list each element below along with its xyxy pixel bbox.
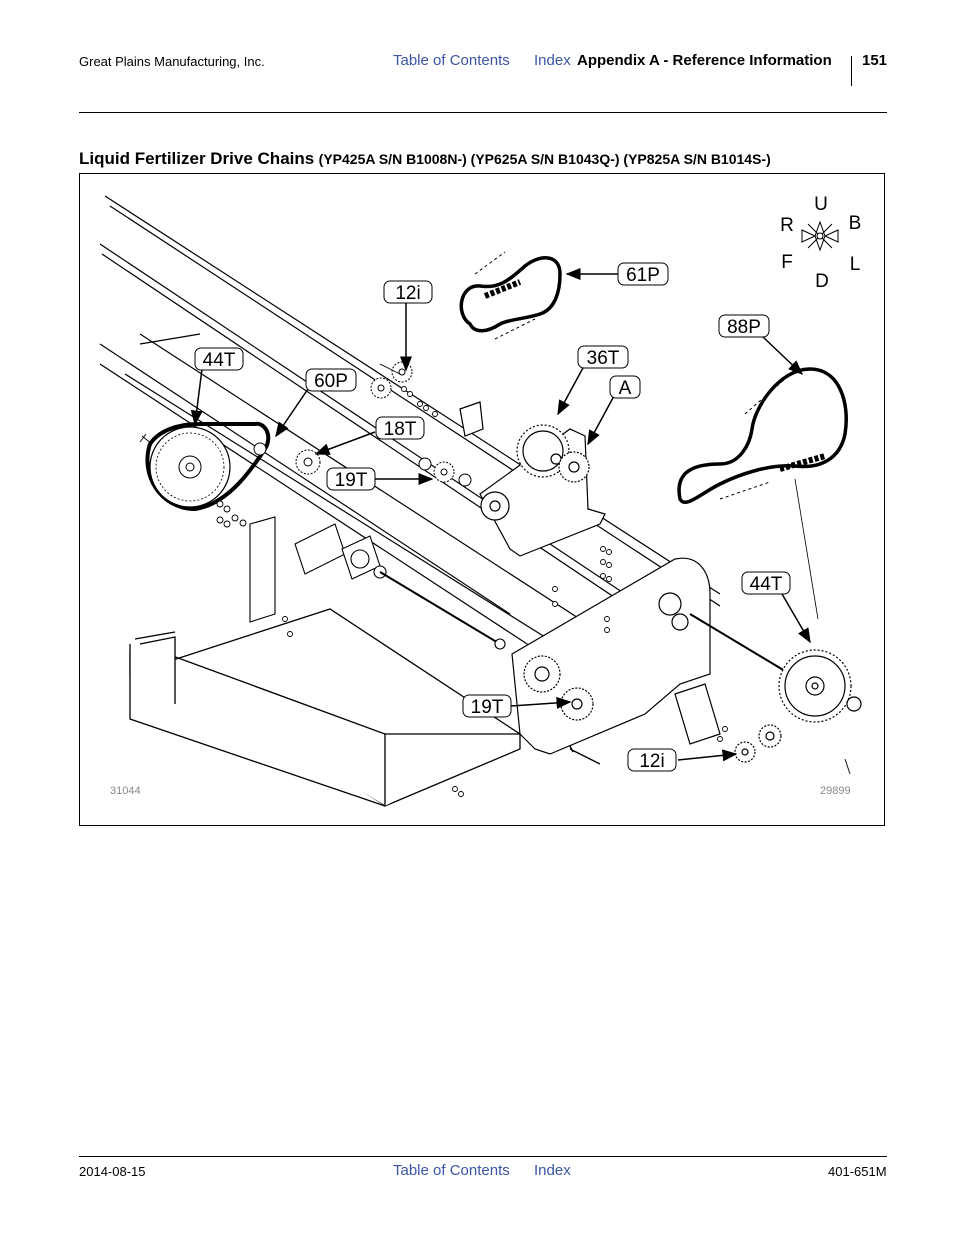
- svg-text:60P: 60P: [314, 371, 348, 392]
- lower-tube: [129, 608, 521, 807]
- svg-text:R: R: [780, 215, 794, 236]
- page-title: Liquid Fertilizer Drive Chains (YP425A S…: [79, 149, 771, 169]
- company-name: Great Plains Manufacturing, Inc.: [79, 54, 265, 69]
- central-bracket: [459, 401, 606, 557]
- direction-compass: U R B F L D: [780, 194, 861, 292]
- callout-19t-upper: 19T: [326, 467, 376, 491]
- svg-text:12i: 12i: [639, 751, 664, 772]
- drawing-number-left: 31044: [110, 785, 141, 797]
- callout-19t-lower: 19T: [462, 694, 512, 718]
- callout-leaders: [190, 268, 811, 762]
- svg-text:L: L: [850, 254, 861, 275]
- hardware-fasteners: [139, 363, 851, 797]
- callout-12i-top: 12i: [383, 280, 433, 304]
- svg-text:44T: 44T: [203, 350, 236, 371]
- chain-61p: [459, 251, 562, 340]
- chain-60p-assembly: [145, 421, 321, 512]
- svg-text:88P: 88P: [727, 317, 761, 338]
- svg-text:19T: 19T: [335, 470, 368, 491]
- document-number: 401-651M: [828, 1164, 887, 1179]
- footer-date: 2014-08-15: [79, 1164, 146, 1179]
- page-number: 151: [862, 52, 888, 69]
- footer-rule: [79, 1156, 887, 1157]
- callout-a: A: [609, 375, 641, 399]
- svg-text:F: F: [781, 252, 793, 273]
- chain-88p: [677, 367, 848, 620]
- callout-88p: 88P: [718, 314, 770, 338]
- callout-61p: 61P: [617, 262, 669, 286]
- svg-text:U: U: [814, 194, 828, 215]
- index-link-footer[interactable]: Index: [534, 1162, 571, 1179]
- drawing-number-right: 29899: [820, 785, 851, 797]
- section-title: Appendix A - Reference Information: [577, 52, 832, 69]
- svg-text:18T: 18T: [384, 419, 417, 440]
- svg-text:A: A: [619, 378, 632, 399]
- title-main: Liquid Fertilizer Drive Chains: [79, 149, 315, 168]
- svg-text:61P: 61P: [626, 265, 660, 286]
- index-link-header[interactable]: Index: [534, 52, 571, 69]
- bearing-assemblies: [249, 516, 506, 650]
- callout-18t: 18T: [375, 416, 425, 440]
- toc-link-header[interactable]: Table of Contents: [393, 52, 510, 69]
- lower-right-bracket: [511, 557, 862, 763]
- callout-60p: 60P: [305, 368, 357, 392]
- callout-44t-left: 44T: [194, 347, 244, 371]
- svg-text:D: D: [815, 271, 829, 292]
- parts-figure: 12i 44T 60P 18T 19T 61P: [79, 173, 885, 826]
- callouts: 12i 44T 60P 18T 19T 61P: [194, 262, 791, 772]
- header-divider: [851, 56, 852, 86]
- callout-36t: 36T: [577, 345, 629, 369]
- svg-text:B: B: [849, 213, 862, 234]
- svg-text:12i: 12i: [395, 283, 420, 304]
- svg-text:36T: 36T: [587, 348, 620, 369]
- title-models: (YP425A S/N B1008N-) (YP625A S/N B1043Q-…: [318, 151, 771, 167]
- svg-text:44T: 44T: [750, 574, 783, 595]
- toc-link-footer[interactable]: Table of Contents: [393, 1162, 510, 1179]
- frame-tubes: [99, 195, 721, 685]
- callout-44t-right: 44T: [741, 571, 791, 595]
- header-rule: [79, 112, 887, 113]
- svg-text:19T: 19T: [471, 697, 504, 718]
- parts-diagram: 12i 44T 60P 18T 19T 61P: [99, 194, 862, 807]
- compass-icon: [801, 220, 839, 252]
- callout-12i-bottom: 12i: [627, 748, 677, 772]
